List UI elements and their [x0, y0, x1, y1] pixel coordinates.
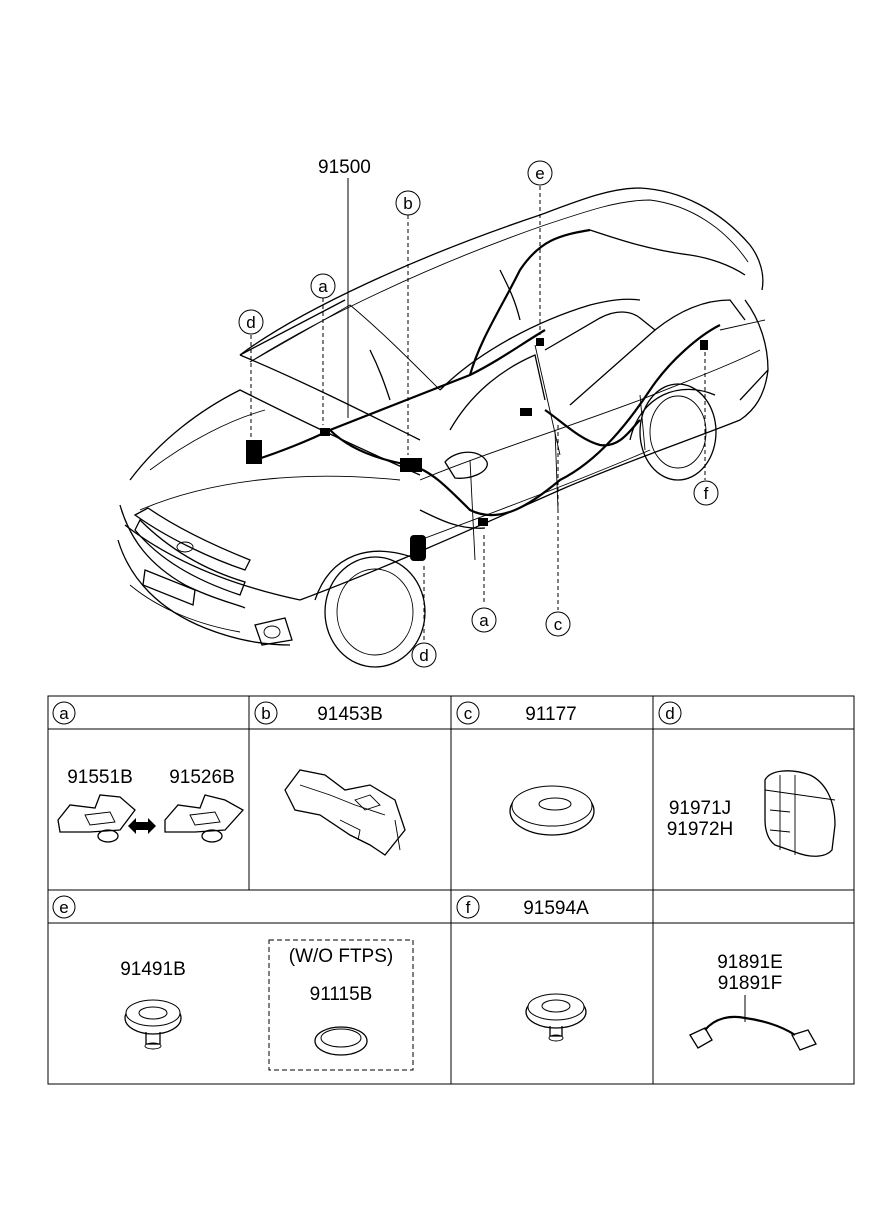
cell-c-header: c 91177 — [456, 701, 577, 725]
part-91453b: 91453B — [317, 704, 383, 725]
svg-text:c: c — [464, 704, 473, 723]
part-91491b: 91491B — [120, 959, 186, 980]
cell-g-content: 91891E 91891F — [689, 952, 817, 1051]
svg-text:a: a — [59, 704, 69, 723]
clip-91551b-illustration — [57, 794, 136, 843]
part-91972h: 91972H — [667, 819, 734, 840]
svg-text:f: f — [466, 898, 471, 917]
main-part-number: 91500 — [318, 157, 371, 178]
double-arrow-icon — [128, 818, 156, 834]
svg-text:e: e — [59, 898, 68, 917]
without-ftps-note: (W/O FTPS) — [289, 946, 393, 967]
svg-text:f: f — [704, 484, 709, 503]
callout-leaders — [250, 178, 706, 642]
grommet-91491b-illustration — [124, 999, 182, 1050]
callout-c-bottom: c — [545, 611, 571, 637]
part-91891e: 91891E — [717, 952, 783, 973]
part-91594a: 91594A — [523, 898, 589, 919]
part-91971j: 91971J — [669, 798, 731, 819]
cell-e-content: 91491B (W/O FTPS) 91115B — [120, 939, 414, 1071]
svg-text:d: d — [665, 704, 674, 723]
without-ftps-box — [268, 939, 414, 1071]
svg-text:e: e — [535, 164, 544, 183]
extension-wire-illustration — [689, 995, 817, 1051]
callout-a-bottom: a — [471, 607, 497, 633]
grommet-91594a-illustration — [525, 993, 587, 1042]
part-91551b: 91551B — [67, 767, 133, 788]
part-91115b: 91115B — [310, 984, 373, 1005]
cell-a-content: 91551B 91526B — [57, 767, 245, 843]
cell-e-header: e — [52, 895, 76, 919]
part-91526b: 91526B — [169, 767, 235, 788]
bracket-91453b-illustration — [284, 769, 406, 856]
grommet-91115b-illustration — [314, 1026, 368, 1056]
parts-table — [47, 695, 855, 1085]
callout-d-bottom: d — [411, 642, 437, 668]
svg-text:c: c — [554, 615, 563, 634]
diagram-callouts: a b e d a c d f — [238, 160, 719, 668]
cell-a-header: a — [52, 701, 76, 725]
cell-d-content: 91971J 91972H — [667, 770, 836, 857]
cell-d-header: d — [658, 701, 682, 725]
part-91177: 91177 — [525, 704, 576, 725]
svg-text:a: a — [479, 611, 489, 630]
grommet-91177-illustration — [509, 785, 595, 836]
callout-f-right: f — [693, 480, 719, 506]
wiring-harness — [246, 228, 746, 561]
callout-a-top: a — [310, 273, 336, 299]
svg-text:d: d — [246, 313, 255, 332]
svg-text:b: b — [403, 194, 412, 213]
clip-91526b-illustration — [164, 794, 245, 843]
callout-e-top: e — [527, 160, 553, 186]
part-91891f: 91891F — [718, 973, 782, 994]
cell-f-header: f 91594A — [456, 895, 589, 919]
cell-b-header: b 91453B — [254, 701, 383, 725]
car-illustration — [117, 187, 769, 668]
svg-text:b: b — [261, 704, 270, 723]
svg-text:a: a — [318, 277, 328, 296]
callout-d-top: d — [238, 309, 264, 335]
callout-b-top: b — [395, 190, 421, 216]
connector-block-illustration — [764, 770, 836, 857]
svg-text:d: d — [419, 646, 428, 665]
